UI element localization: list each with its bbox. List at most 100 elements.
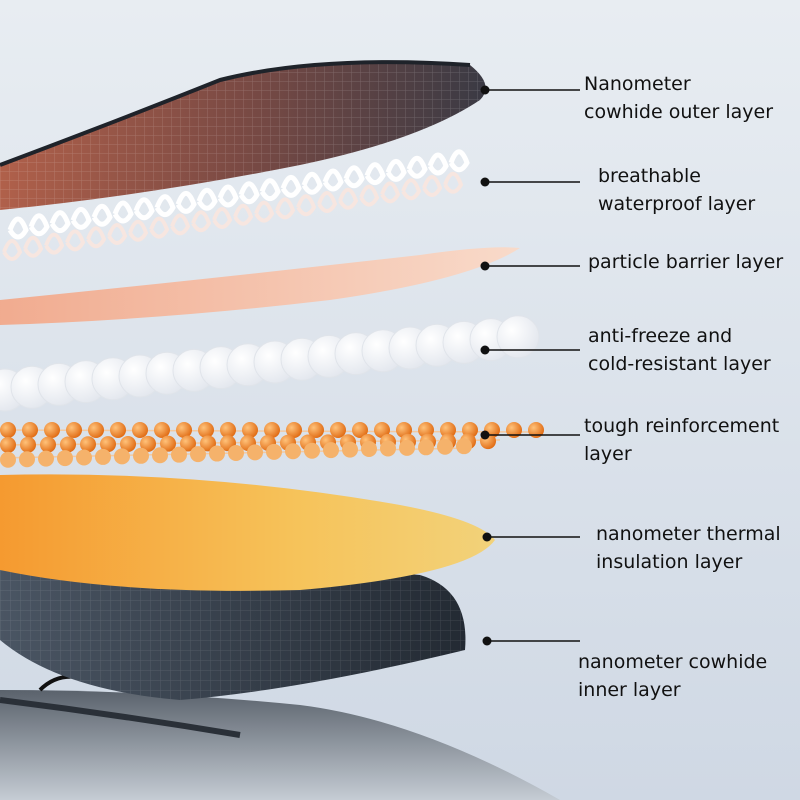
label-outer-layer: Nanometer cowhide outer layer: [584, 73, 774, 123]
fiber-loop: [7, 216, 29, 240]
fiber-loop: [65, 229, 86, 252]
reinforcement-bead: [171, 446, 187, 463]
reinforcement-bead: [374, 422, 390, 438]
reinforcement-bead: [228, 444, 244, 461]
reinforcement-bead: [304, 442, 320, 459]
reinforcement-bead: [209, 445, 225, 462]
fiber-loop: [343, 165, 365, 189]
reinforcement-bead: [528, 422, 544, 438]
reinforcement-bead: [88, 422, 104, 438]
fiber-loop: [212, 207, 233, 229]
reinforcement-bead: [266, 443, 282, 460]
reinforcement-bead: [190, 446, 206, 463]
reinforcement-bead: [60, 436, 76, 453]
antifreeze-layer: [0, 315, 540, 412]
reinforcement-bead: [66, 422, 82, 438]
fiber-loop: [275, 197, 296, 220]
label-particle-layer: particle barrier layer: [588, 251, 784, 273]
fiber-loop: [301, 171, 323, 195]
fiber-loop: [175, 190, 197, 214]
label-waterproof-layer: breathable waterproof layer: [598, 165, 756, 215]
fiber-loop: [49, 210, 71, 234]
fiber-loop: [443, 171, 464, 194]
fiber-loop: [338, 187, 359, 210]
reinforcement-bead: [285, 443, 301, 460]
reinforcement-bead: [380, 440, 396, 457]
reinforcement-bead: [506, 422, 522, 438]
reinforcement-bead: [330, 422, 346, 438]
reinforcement-bead: [152, 447, 168, 464]
reinforcement-bead: [44, 422, 60, 438]
reinforcement-bead: [0, 436, 16, 453]
fiber-loop: [359, 184, 380, 207]
reinforcement-bead: [198, 422, 214, 438]
fiber-loop: [254, 200, 275, 223]
reinforcement-bead: [342, 441, 358, 458]
antifreeze-ball: [496, 315, 540, 359]
fiber-loop: [44, 232, 65, 255]
fiber-loop: [296, 194, 317, 217]
label-antifreeze-layer: anti-freeze and cold-resistant layer: [588, 325, 771, 375]
fiber-loop: [154, 194, 176, 218]
fiber-loop: [317, 191, 338, 213]
fiber-loop: [23, 235, 44, 258]
fiber-loop: [280, 174, 302, 198]
reinforcement-bead: [38, 450, 54, 467]
fiber-loop: [238, 181, 260, 205]
reinforcement-bead: [160, 435, 176, 452]
fiber-loop: [217, 184, 239, 208]
reinforcement-bead: [308, 422, 324, 438]
fiber-loop: [385, 158, 407, 182]
reinforcement-bead: [440, 422, 456, 438]
fiber-loop: [28, 213, 50, 237]
fiber-loop: [196, 187, 218, 211]
reinforcement-bead: [264, 422, 280, 438]
reinforcement-bead: [95, 448, 111, 465]
reinforcement-bead: [110, 422, 126, 438]
reinforcement-bead: [418, 439, 434, 456]
fiber-loop: [170, 213, 191, 236]
fiber-loop: [128, 219, 149, 242]
reinforcement-bead: [154, 422, 170, 438]
fiber-loop: [364, 162, 386, 186]
reinforcement-bead: [0, 422, 16, 438]
reinforcement-bead: [352, 422, 368, 438]
reinforcement-bead: [176, 422, 192, 438]
fiber-loop: [86, 226, 107, 249]
label-thermal-layer: nanometer thermal insulation layer: [596, 523, 781, 573]
fiber-loop: [422, 175, 443, 197]
fiber-loop: [91, 203, 113, 227]
fiber-loop: [112, 200, 134, 224]
reinforcement-bead: [22, 422, 38, 438]
reinforcement-bead: [120, 435, 136, 452]
reinforcement-bead: [100, 436, 116, 453]
reinforcement-bead: [361, 441, 377, 458]
fiber-loop: [448, 149, 470, 173]
outer-cowhide-layer: [0, 60, 486, 211]
label-reinforcement-layer: tough reinforcement layer: [584, 415, 780, 465]
fiber-loop: [70, 206, 92, 230]
reinforcement-bead: [132, 422, 148, 438]
reinforcement-bead: [76, 449, 92, 466]
fiber-loop: [259, 178, 281, 202]
reinforcement-bead: [323, 442, 339, 459]
reinforcement-bead: [40, 436, 56, 453]
fiber-loop: [133, 197, 155, 221]
reinforcement-bead: [20, 436, 36, 453]
reinforcement-bead: [220, 422, 236, 438]
leader-lines: [480, 85, 580, 646]
reinforcement-bead: [247, 444, 263, 461]
fiber-loop: [401, 178, 422, 201]
reinforcement-bead: [0, 451, 16, 468]
reinforcement-bead: [286, 422, 302, 438]
fiber-loop: [322, 168, 344, 192]
reinforcement-layer: [0, 422, 544, 468]
label-inner-layer: nanometer cowhide inner layer: [578, 651, 768, 701]
particle-barrier-layer: [0, 247, 520, 325]
reinforcement-bead: [19, 451, 35, 468]
reinforcement-bead: [133, 447, 149, 464]
fiber-loop: [149, 216, 170, 239]
reinforcement-bead: [437, 438, 453, 455]
reinforcement-bead: [456, 438, 472, 455]
